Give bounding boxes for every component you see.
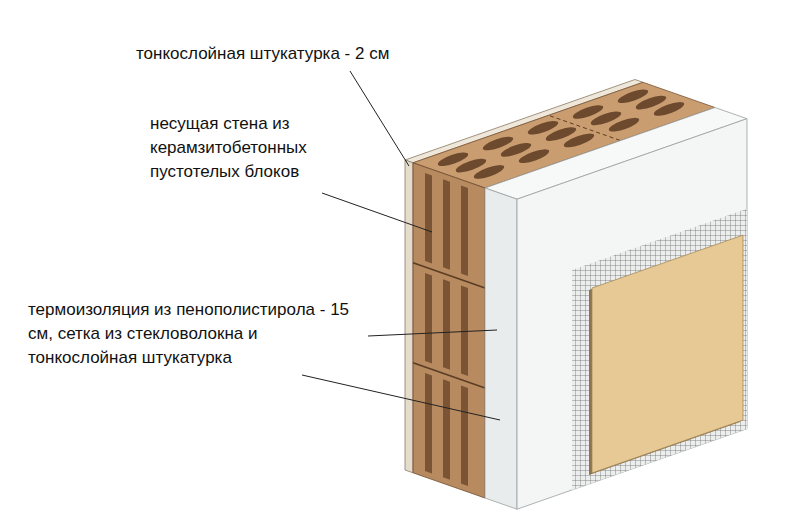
- block-joint: [550, 116, 622, 141]
- interior-plaster: [405, 160, 413, 473]
- block-section: [413, 163, 485, 498]
- finish-plaster: [592, 235, 743, 473]
- fiberglass-mesh: [572, 209, 747, 490]
- callout-label: несущая стена из керамзитобетонных пусто…: [150, 112, 365, 184]
- callout-label: тонкослойная штукатурка - 2 см: [136, 42, 476, 66]
- insulation-section: [485, 188, 517, 509]
- leader-lines: [302, 71, 500, 420]
- block-joint: [413, 263, 485, 288]
- insulation-face: [517, 119, 747, 510]
- callout-label: термоизоляция из пенополистирола - 15 см…: [28, 298, 360, 370]
- block-slots: [425, 173, 468, 486]
- block-joint: [413, 363, 485, 388]
